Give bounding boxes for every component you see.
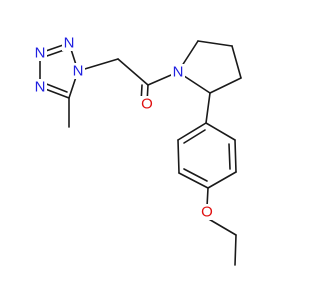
- atom-tetrazole-n1: N: [73, 63, 84, 80]
- bond-ethyl-ch3: [234, 234, 237, 266]
- bond-pyr-c4-c3: [231, 45, 242, 79]
- atom-carbonyl-o: O: [141, 96, 153, 113]
- bond-ch2-carbonyl: [117, 58, 149, 86]
- atom-tetrazole-n4: N: [35, 79, 46, 96]
- bond-ph-3-4: [207, 171, 237, 189]
- atom-pyrrolidine-n: N: [173, 64, 184, 81]
- bond-n4-c5-double: [43, 82, 68, 93]
- bond-pyr-c5-c4: [197, 40, 233, 47]
- bond-layer: [39, 40, 242, 266]
- bond-ph-6-1-inner: [183, 129, 206, 144]
- bond-ph-2-3-inner: [228, 143, 231, 170]
- molecule-structure: N N N N N O O: [33, 35, 242, 266]
- atom-tetrazole-n3: N: [35, 45, 46, 62]
- atom-ether-o: O: [201, 204, 213, 221]
- bond-ether-ch2: [206, 217, 237, 236]
- bond-pyr-c3-c2: [209, 77, 242, 94]
- bond-ph-2-3: [234, 139, 237, 173]
- atom-label-layer: N N N N N O O: [33, 35, 214, 221]
- bond-pyr-c2-phenyl: [205, 92, 211, 124]
- atom-tetrazole-n2: N: [64, 35, 75, 52]
- bond-ph-5-6: [177, 139, 180, 174]
- bond-ph-6-1: [177, 122, 207, 141]
- bond-ph-ether-o: [206, 187, 209, 208]
- bond-ph-4-5-inner: [183, 168, 208, 182]
- bond-ph-4-5: [178, 172, 209, 189]
- bond-ph-1-2: [205, 122, 236, 141]
